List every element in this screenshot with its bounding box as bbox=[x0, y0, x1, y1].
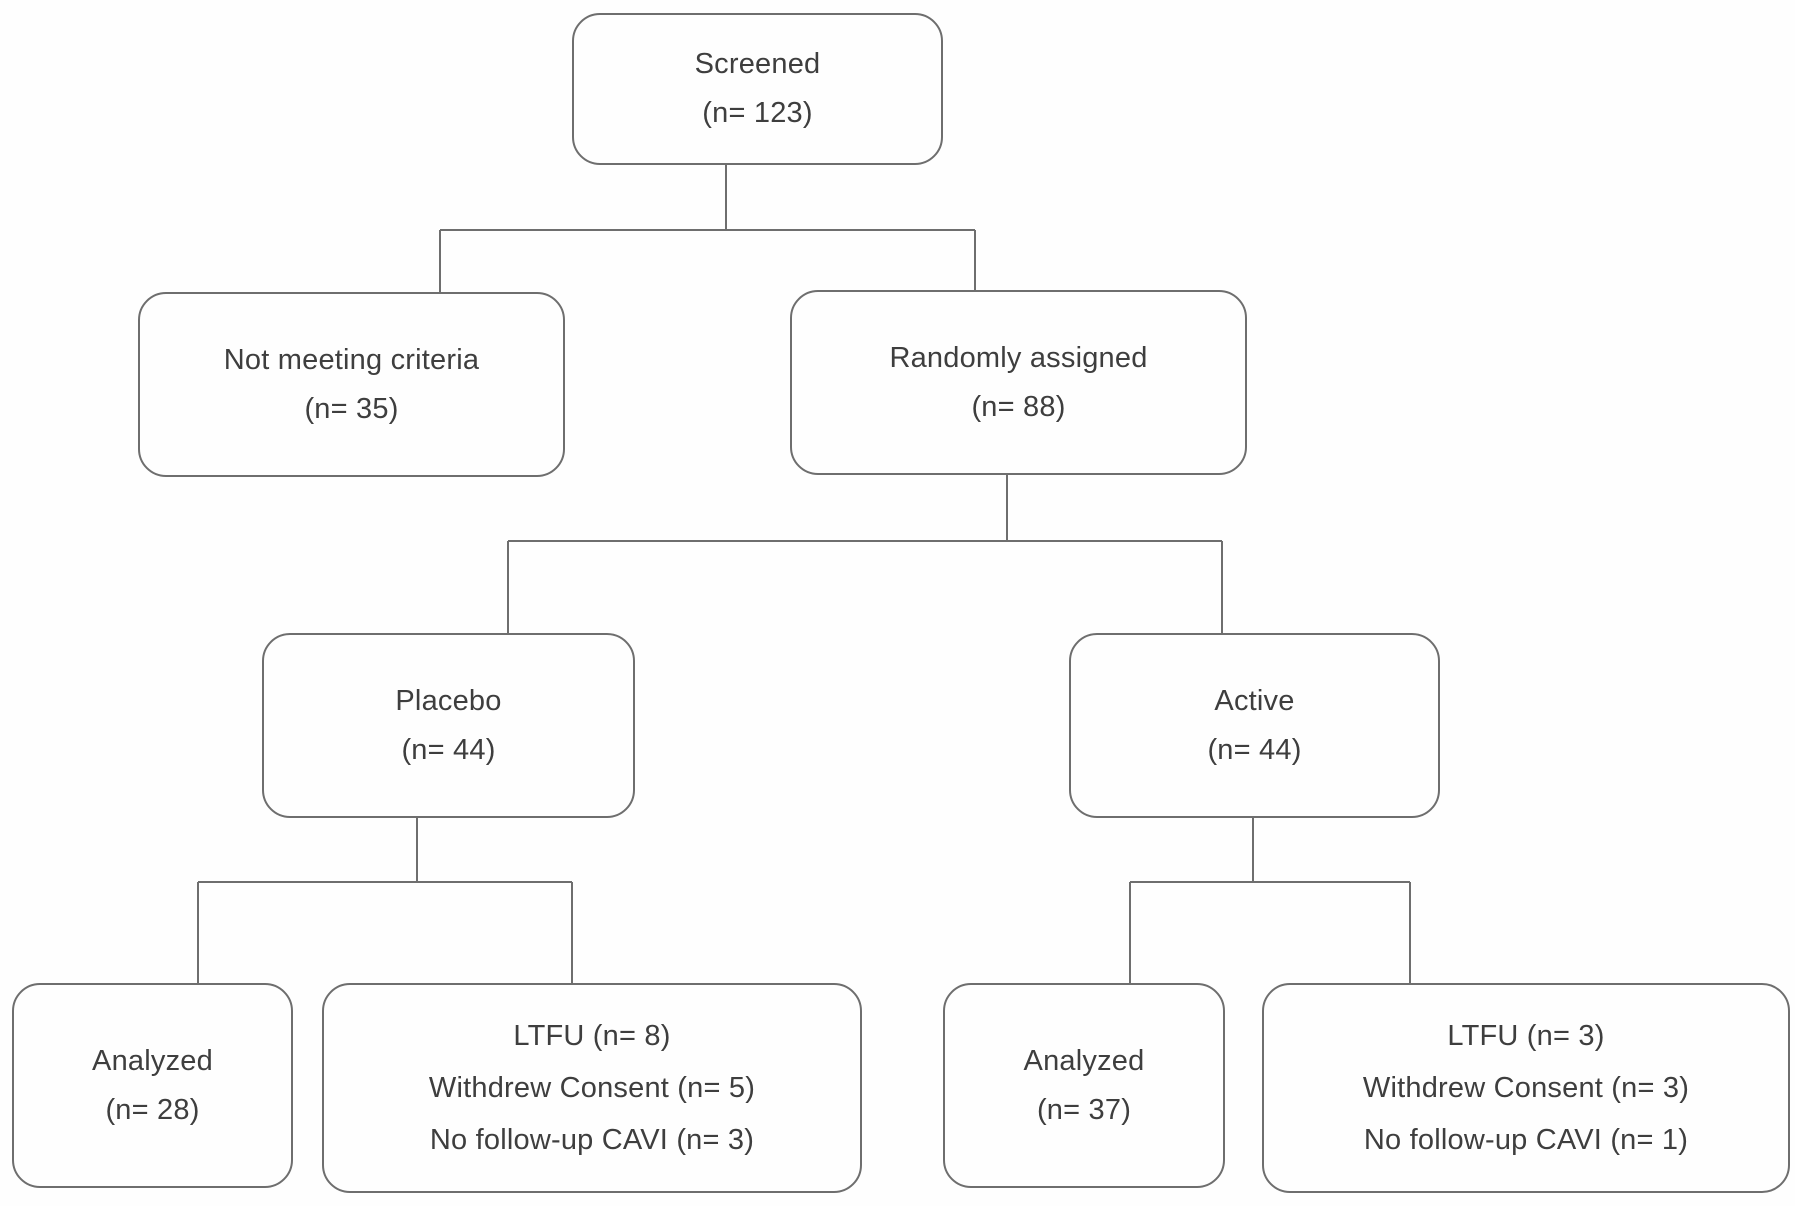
node-not-meeting-criteria-count: (n= 35) bbox=[304, 392, 399, 425]
node-not-meeting-criteria: Not meeting criteria (n= 35) bbox=[138, 292, 565, 477]
node-placebo-excluded: LTFU (n= 8) Withdrew Consent (n= 5) No f… bbox=[322, 983, 862, 1193]
node-randomly-assigned-label: Randomly assigned bbox=[889, 341, 1148, 374]
node-screened: Screened (n= 123) bbox=[572, 13, 943, 165]
node-placebo-analyzed: Analyzed (n= 28) bbox=[12, 983, 293, 1188]
node-placebo-excluded-ltfu: LTFU (n= 8) bbox=[513, 1020, 671, 1052]
node-placebo-count: (n= 44) bbox=[401, 733, 496, 766]
node-placebo-excluded-no-cavi: No follow-up CAVI (n= 3) bbox=[429, 1124, 755, 1156]
node-placebo-analyzed-count: (n= 28) bbox=[105, 1093, 200, 1126]
node-placebo-label: Placebo bbox=[395, 684, 502, 717]
connector-randomized-split bbox=[507, 475, 1223, 634]
node-active-excluded: LTFU (n= 3) Withdrew Consent (n= 3) No f… bbox=[1262, 983, 1790, 1193]
node-active: Active (n= 44) bbox=[1069, 633, 1440, 818]
node-active-label: Active bbox=[1214, 684, 1295, 717]
node-randomly-assigned: Randomly assigned (n= 88) bbox=[790, 290, 1247, 475]
node-active-count: (n= 44) bbox=[1207, 733, 1302, 766]
node-active-excluded-ltfu: LTFU (n= 3) bbox=[1447, 1020, 1605, 1052]
node-placebo-excluded-withdrew: Withdrew Consent (n= 5) bbox=[428, 1072, 756, 1104]
node-randomly-assigned-count: (n= 88) bbox=[971, 390, 1066, 423]
node-active-analyzed-count: (n= 37) bbox=[1036, 1093, 1132, 1126]
node-screened-count: (n= 123) bbox=[702, 97, 813, 129]
node-active-analyzed-label: Analyzed bbox=[1023, 1044, 1145, 1077]
node-active-excluded-withdrew: Withdrew Consent (n= 3) bbox=[1362, 1072, 1690, 1104]
node-not-meeting-criteria-label: Not meeting criteria bbox=[223, 343, 480, 376]
node-screened-label: Screened bbox=[694, 48, 821, 80]
node-placebo-analyzed-label: Analyzed bbox=[92, 1044, 213, 1077]
connector-screened-split bbox=[439, 165, 976, 293]
node-active-excluded-no-cavi: No follow-up CAVI (n= 1) bbox=[1363, 1124, 1689, 1156]
connector-active-split bbox=[1129, 818, 1411, 984]
connector-placebo-split bbox=[197, 818, 573, 984]
node-active-analyzed: Analyzed (n= 37) bbox=[943, 983, 1225, 1188]
node-placebo: Placebo (n= 44) bbox=[262, 633, 635, 818]
